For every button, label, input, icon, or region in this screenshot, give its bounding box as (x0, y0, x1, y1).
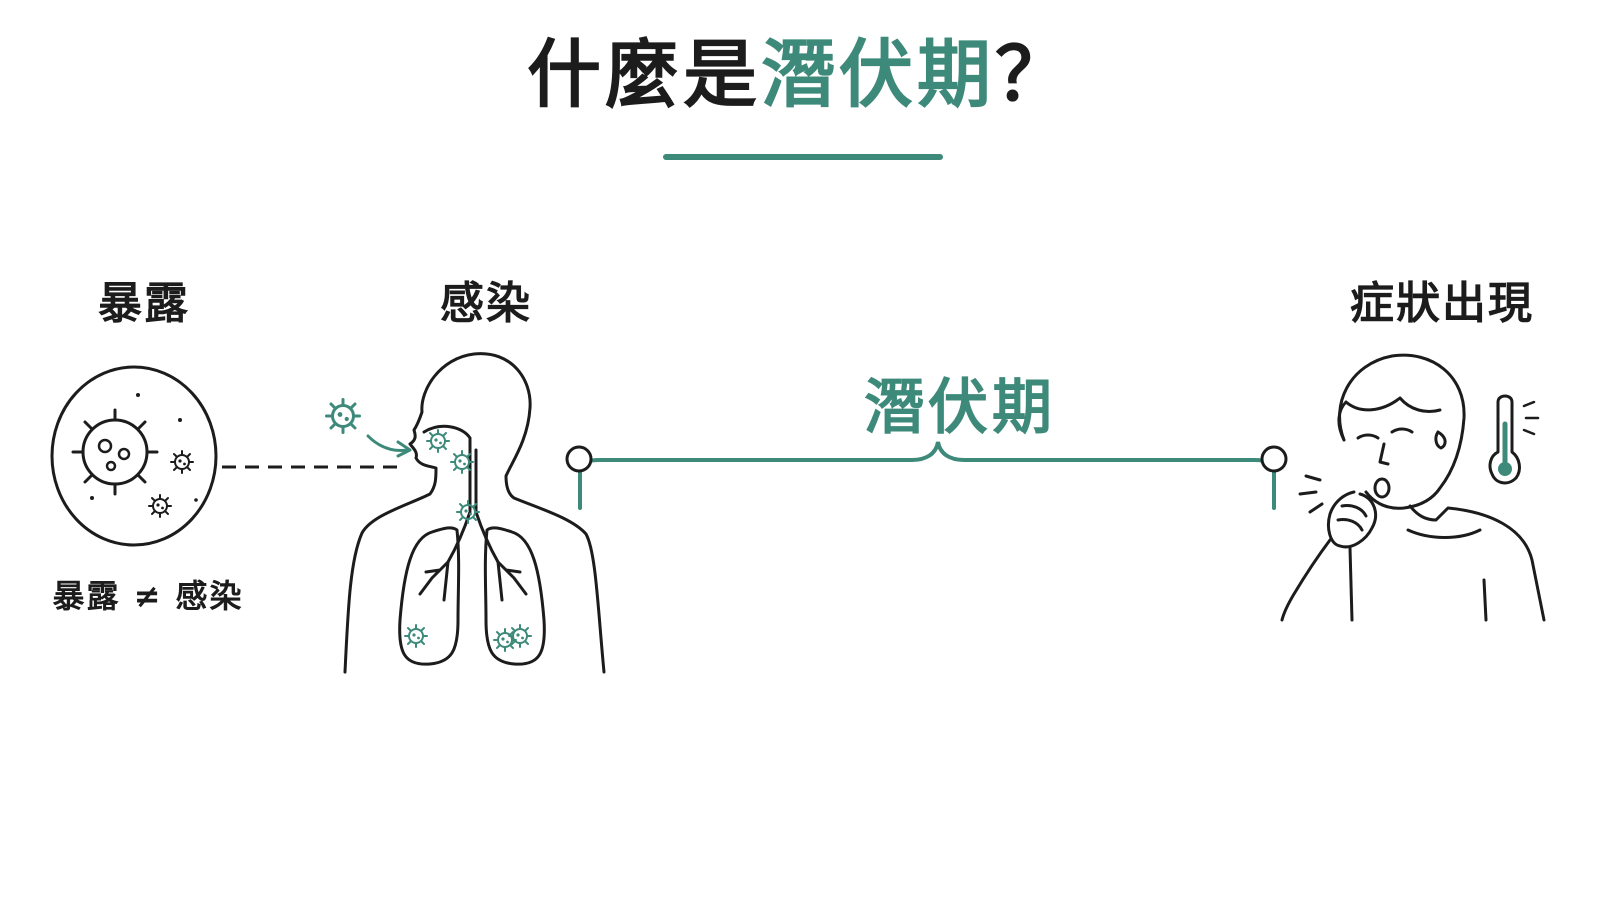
stage-label-exposure: 暴露 (98, 278, 190, 329)
title-prefix: 什麼是 (527, 32, 761, 118)
incubation-period-label: 潛伏期 (864, 373, 1056, 443)
incubation-bracket (578, 441, 1276, 510)
stage-label-infection: 感染 (440, 278, 532, 329)
virus-circle-icon (50, 365, 218, 547)
stage-label-symptoms: 症狀出現 (1350, 278, 1534, 329)
title-suffix: ？ (995, 32, 1073, 118)
thermometer-icon (1488, 394, 1540, 485)
title-underline (663, 154, 943, 160)
exposure-not-infection-note: 暴露 ≠ 感染 (52, 577, 244, 615)
coughing-person-icon (1280, 353, 1546, 622)
incoming-virus-icon (325, 398, 412, 458)
page-title: 什麼是潛伏期？ (0, 38, 1600, 112)
timeline-end-marker (1260, 445, 1288, 473)
timeline-start-marker (565, 445, 593, 473)
human-respiratory-icon (343, 352, 606, 674)
title-highlight: 潛伏期 (761, 32, 995, 118)
